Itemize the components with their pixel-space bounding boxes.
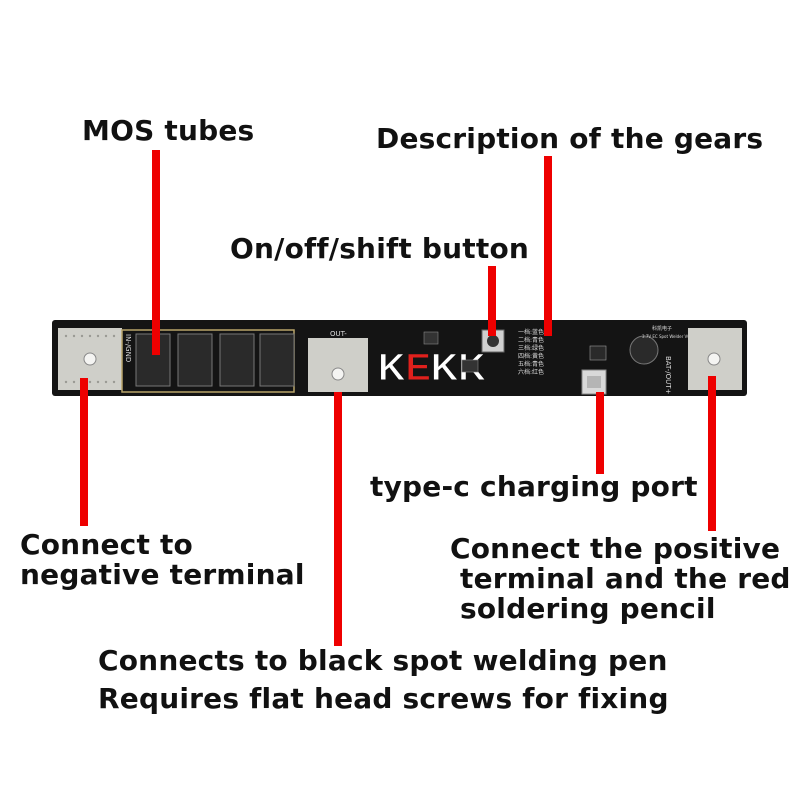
in-label: IN-/GND xyxy=(124,334,132,362)
gears-label: Description of the gears xyxy=(376,122,764,155)
gear-line: 五档:青色 xyxy=(518,360,544,368)
brand-logo: KEKK xyxy=(378,347,486,389)
typec-callout-line xyxy=(596,392,604,474)
black-pen-label: Connects to black spot welding pen xyxy=(98,644,668,677)
screws-label: Requires flat head screws for fixing xyxy=(98,682,669,715)
mos-tubes-label: MOS tubes xyxy=(82,114,255,147)
board-title-cn: 科凯电子 xyxy=(652,325,672,332)
out-label: OUT- xyxy=(330,330,347,338)
negative-label-2: negative terminal xyxy=(20,558,305,591)
gear-line: 六档:红色 xyxy=(518,368,544,376)
gear-line: 四档:黄色 xyxy=(518,352,544,360)
middle-solder-pad xyxy=(308,338,368,392)
button-callout-line xyxy=(488,266,496,336)
gears-callout-line xyxy=(544,156,552,336)
positive-label-1: Connect the positive xyxy=(450,532,781,565)
type-c-port[interactable] xyxy=(581,369,607,395)
gear-line: 三档:绿色 xyxy=(518,344,544,352)
mos-callout-line xyxy=(152,150,160,355)
typec-label: type-c charging port xyxy=(370,470,698,503)
button-label: On/off/shift button xyxy=(230,232,530,265)
gear-line: 二档:青色 xyxy=(518,336,544,344)
positive-callout-line xyxy=(708,376,716,531)
left-solder-pad xyxy=(58,328,122,390)
board-model: 3.7V EC Spot Welder V0.1 xyxy=(642,334,694,339)
negative-label-1: Connect to xyxy=(20,528,193,561)
bat-label: BAT-/OUT+ xyxy=(664,356,672,394)
onoff-shift-button[interactable] xyxy=(481,329,505,353)
negative-callout-line xyxy=(80,378,88,526)
positive-label-2: terminal and the red xyxy=(460,562,791,595)
gear-line: 一档:蓝色 xyxy=(518,328,544,336)
positive-label-3: soldering pencil xyxy=(460,592,716,625)
black-pen-callout-line xyxy=(334,392,342,646)
